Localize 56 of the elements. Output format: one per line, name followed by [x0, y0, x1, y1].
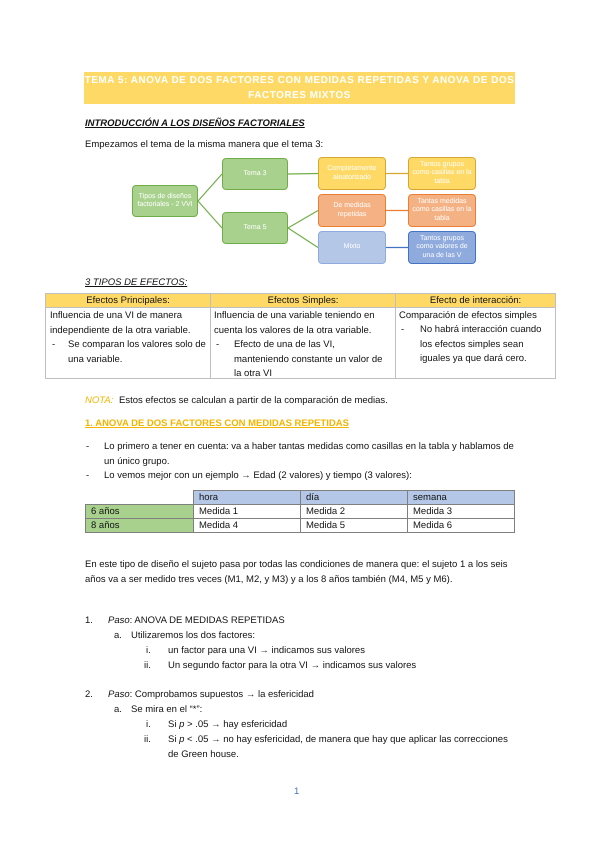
table-cell: Medida 5	[300, 518, 408, 533]
list-item-text: un factor para una VI → indicamos sus valores	[168, 644, 366, 658]
connector-line	[386, 210, 408, 212]
list-item-text: Si p > .05 → hay esfericidad	[168, 718, 288, 732]
connector-line	[386, 172, 408, 174]
table-cell: 8 años	[85, 518, 194, 533]
list-dash: -	[401, 323, 406, 337]
table-header: día	[300, 490, 408, 505]
section-heading: INTRODUCCIÓN A LOS DISEÑOS FACTORIALES	[85, 117, 306, 131]
table-cell: 6 años	[85, 504, 194, 519]
connector-line	[288, 210, 318, 229]
cell-text: No habrá interacción cuando los efectos simples sean iguales ya que dará cero.	[420, 323, 542, 366]
list-item-text: Si p < .05 → no hay esfericidad, de manera que hay que aplicar las correcciones de Green house.	[168, 733, 509, 762]
table-header: hora	[193, 490, 301, 505]
list-numeral: ii.	[144, 733, 152, 747]
paragraph-text: En este tipo de diseño el sujeto pasa por todas las condiciones de manera que: el sujeto 1 a los seis años va a ser medido tres veces (M1, M2, y M3) y a los 8 años también (M4, M5 y M6).	[85, 558, 508, 586]
connector-line	[288, 228, 318, 248]
connector-line	[198, 200, 222, 228]
cell-text: Influencia de una VI de manera independiente de la otra variable.	[50, 309, 192, 338]
list-item-text: Utilizaremos los dos factores:	[131, 629, 256, 643]
table-header: Efecto de interacción:	[395, 293, 556, 308]
list-numeral: i.	[146, 718, 152, 732]
table-cell: Medida 6	[407, 518, 515, 533]
cell-text: Se comparan los valores solo de una variable.	[68, 338, 207, 366]
section-heading: 3 TIPOS DE EFECTOS:	[85, 276, 188, 290]
table-header: Efectos Simples:	[210, 293, 396, 308]
table-header: semana	[407, 490, 515, 505]
title-banner: TEMA 5: ANOVA DE DOS FACTORES CON MEDIDAS REPETIDAS Y ANOVA DE DOS FACTORES MIXTOS	[84, 72, 515, 104]
note-text: Estos efectos se calculan a partir de la comparación de medias.	[119, 394, 389, 408]
list-letter: a.	[114, 629, 123, 643]
list-numeral: i.	[146, 644, 152, 658]
list-dash: -	[216, 338, 220, 352]
list-numeral: ii.	[144, 659, 152, 673]
intro-text: Empezamos el tema de la misma manera que el tema 3:	[85, 138, 324, 152]
list-item-text: Un segundo factor para la otra VI → indicamos sus valores	[168, 659, 418, 673]
table-cell: Medida 4	[193, 518, 301, 533]
list-item-text: Paso: Comprobamos supuestos → la esfericidad	[108, 688, 315, 702]
cell-text: Comparación de efectos simples	[399, 309, 538, 323]
list-dash: -	[52, 338, 56, 352]
page-number: 1	[294, 785, 300, 799]
table-header: Efectos Principales:	[45, 293, 211, 308]
cell-text: Influencia de una variable teniendo en cuenta los valores de la otra variable.	[214, 309, 376, 338]
connector-line	[288, 172, 318, 175]
list-number: 2.	[85, 688, 94, 702]
list-item-text: Se mira en el “*”:	[131, 703, 204, 717]
bullet-text: Lo vemos mejor con un ejemplo → Edad (2 valores) y tiempo (3 valores):	[104, 469, 413, 483]
connector-line	[198, 174, 222, 202]
connector-line	[386, 246, 408, 248]
cell-text: Efecto de una de las VI, manteniendo constante un valor de la otra VI	[234, 338, 384, 381]
list-dash: -	[86, 469, 90, 483]
list-number: 1.	[85, 614, 94, 628]
bullet-text: Lo primero a tener en cuenta: va a haber tantas medidas como casillas en la tabla y hablamos de un único grupo.	[104, 440, 514, 468]
list-item-text: Paso: ANOVA DE MEDIDAS REPETIDAS	[108, 614, 286, 628]
list-dash: -	[86, 440, 90, 454]
list-letter: a.	[114, 703, 123, 717]
section-heading: 1. ANOVA DE DOS FACTORES CON MEDIDAS REPETIDAS	[85, 417, 350, 431]
